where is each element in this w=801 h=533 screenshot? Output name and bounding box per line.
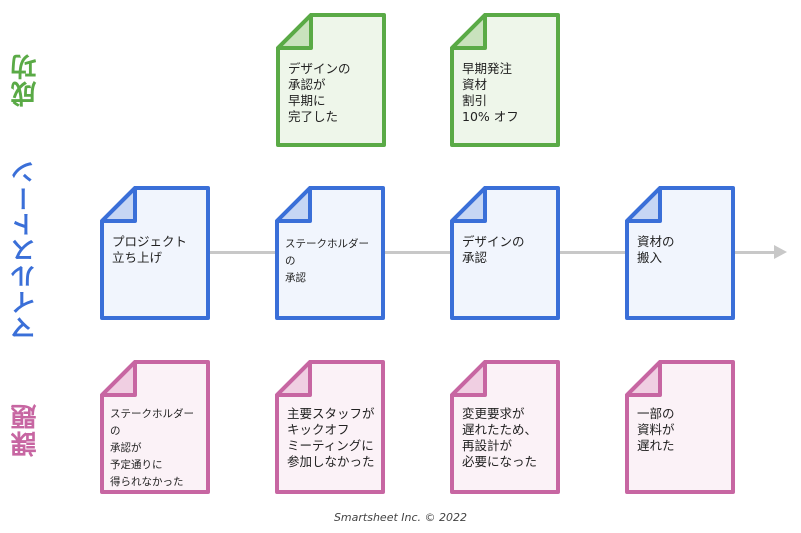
row-label-challenge-text: 課題 <box>10 403 41 457</box>
challenge-card-4: 一部の 資料が 遅れた <box>625 360 735 494</box>
document-icon <box>276 13 386 147</box>
challenge-text-3: 変更要求が 遅れたため、 再設計が 必要になった <box>462 406 538 469</box>
document-icon <box>625 186 735 320</box>
challenge-text-2: 主要スタッフが キックオフ ミーティングに 参加しなかった <box>287 406 375 469</box>
challenge-card-3: 変更要求が 遅れたため、 再設計が 必要になった <box>450 360 560 494</box>
success-text-2: 早期発注 資材 割引 10% オフ <box>462 61 519 124</box>
document-icon <box>625 360 735 494</box>
document-icon <box>450 13 560 147</box>
document-icon <box>275 186 385 320</box>
success-text-1: デザインの 承認が 早期に 完了した <box>288 61 351 124</box>
row-label-success: 成功 <box>2 35 48 125</box>
row-label-success-text: 成功 <box>10 53 41 107</box>
milestone-card-1: プロジェクト 立ち上げ <box>100 186 210 320</box>
milestone-text-2: ステークホルダーの 承認 <box>285 238 369 284</box>
row-label-milestone-text: マイルストーン <box>10 159 39 341</box>
document-icon <box>100 360 210 494</box>
milestone-text-1: プロジェクト 立ち上げ <box>112 234 188 265</box>
milestone-text-3: デザインの 承認 <box>462 234 525 265</box>
document-icon <box>450 186 560 320</box>
milestone-card-3: デザインの 承認 <box>450 186 560 320</box>
row-label-milestone: マイルストーン <box>2 150 48 350</box>
challenge-text-1: ステークホルダーの 承認が 予定通りに 得られなかった <box>110 408 194 488</box>
challenge-text-4: 一部の 資料が 遅れた <box>637 406 675 453</box>
success-card-2: 早期発注 資材 割引 10% オフ <box>450 13 560 147</box>
challenge-card-2: 主要スタッフが キックオフ ミーティングに 参加しなかった <box>275 360 385 494</box>
milestone-card-4: 資材の 搬入 <box>625 186 735 320</box>
challenge-card-1: ステークホルダーの 承認が 予定通りに 得られなかった <box>100 360 210 494</box>
document-icon <box>100 186 210 320</box>
timeline-arrowhead <box>774 245 787 259</box>
milestone-text-4: 資材の 搬入 <box>637 234 675 265</box>
success-card-1: デザインの 承認が 早期に 完了した <box>276 13 386 147</box>
document-icon <box>450 360 560 494</box>
footer-credit: Smartsheet Inc. © 2022 <box>333 511 468 524</box>
milestone-card-2: ステークホルダーの 承認 <box>275 186 385 320</box>
document-icon <box>275 360 385 494</box>
row-label-challenge: 課題 <box>2 385 48 475</box>
